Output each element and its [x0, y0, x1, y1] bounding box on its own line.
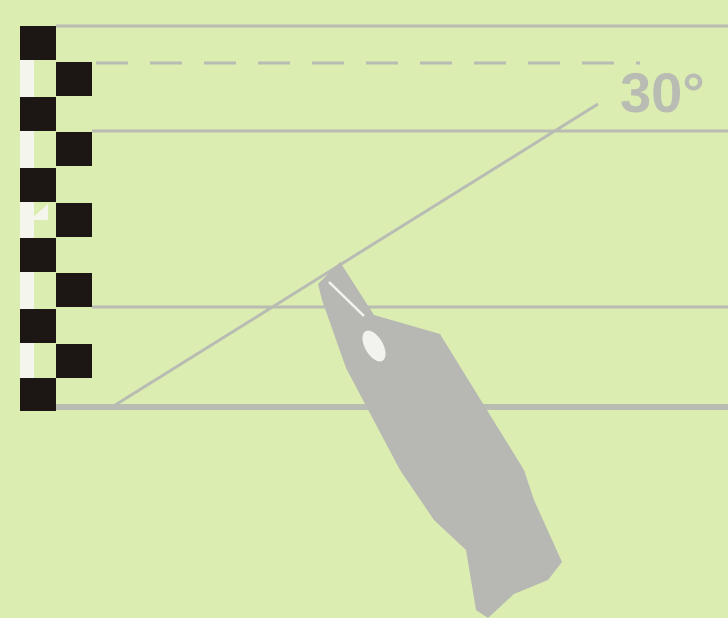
ladder-dark-square: [56, 273, 92, 307]
ladder-dark-square: [20, 378, 56, 411]
ladder-dark-square: [20, 309, 56, 343]
ladder-dark-square: [20, 26, 56, 60]
ladder-dark-square: [56, 132, 92, 166]
ladder-dark-square: [20, 168, 56, 202]
pen-nib-body: [318, 262, 562, 618]
ladder-dark-square: [56, 62, 92, 96]
ladder-spine: [20, 26, 34, 410]
ladder-dark-square: [56, 203, 92, 237]
ladder-dark-square: [56, 344, 92, 378]
pen-nib-icon: [318, 262, 562, 618]
ladder-dark-square: [20, 97, 56, 131]
nib-width-ladder: [20, 26, 92, 411]
ladder-dark-square: [20, 238, 56, 272]
angle-label: 30°: [620, 61, 705, 124]
